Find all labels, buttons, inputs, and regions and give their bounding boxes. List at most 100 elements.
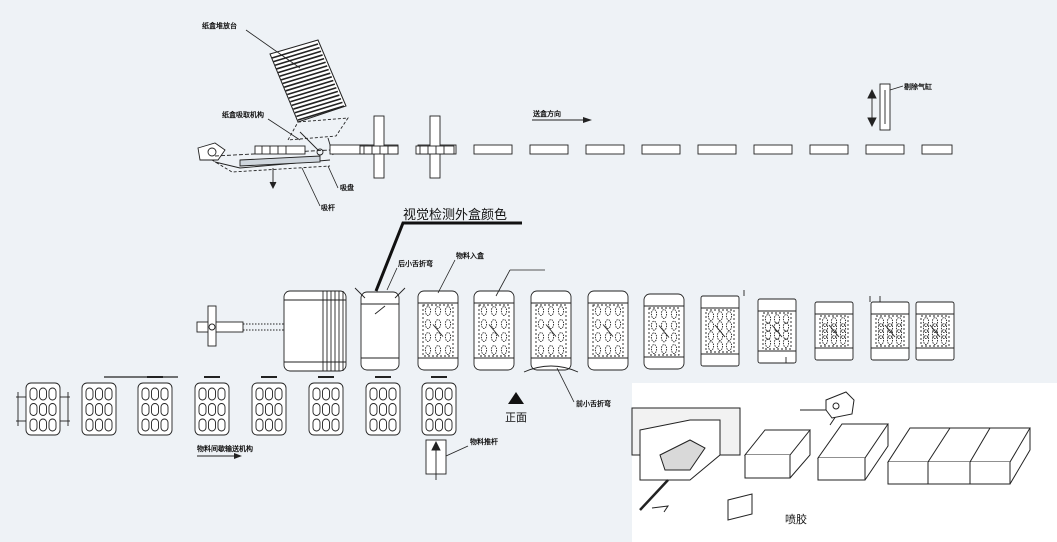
tray-cavity [379, 418, 387, 432]
product-cavity [614, 345, 622, 355]
product-cavity [922, 317, 930, 327]
label-material-into-box: 物料入盒 [456, 251, 485, 260]
tray-cavity [425, 403, 434, 416]
tray-cavity [141, 387, 150, 401]
tray-cavity [198, 418, 207, 432]
insert-mark [884, 324, 896, 338]
product-cavity [500, 332, 508, 342]
process-carton-row [354, 287, 955, 373]
insert-mark [929, 324, 941, 338]
flat-carton [697, 144, 737, 155]
process-carton [643, 293, 685, 370]
tray-cavity [29, 418, 38, 432]
tray-cavity [369, 418, 378, 432]
tray-cavity [85, 418, 94, 432]
product-cavity [557, 345, 565, 355]
product-cavity [424, 306, 432, 316]
tray-cavity [379, 387, 387, 401]
product-cavity [716, 341, 724, 351]
tray-cavity [322, 403, 330, 416]
product-cavity [547, 319, 555, 329]
carton-stack [269, 39, 347, 123]
tray-cavity [369, 403, 378, 416]
tray-cavity [331, 387, 340, 401]
carton-sheet [288, 83, 336, 99]
product-cavity [764, 338, 772, 348]
tray-cavity [39, 387, 47, 401]
product-cavity [444, 345, 452, 355]
carton-sheet [284, 72, 331, 88]
product-tray [422, 304, 454, 357]
tray-cavity [322, 387, 330, 401]
tray-cavity [435, 387, 443, 401]
product-cavity [895, 323, 903, 333]
material-tray [81, 382, 117, 436]
tray-cavity [265, 418, 273, 432]
feed-frame-horizontal [415, 145, 455, 155]
product-cavity [480, 319, 488, 329]
tray-cavity [312, 403, 321, 416]
tray-cavity [29, 387, 38, 401]
tray-cavity [435, 403, 443, 416]
tray-cavity [331, 403, 340, 416]
product-cavity [821, 323, 829, 333]
tray-cavity [435, 418, 443, 432]
tray-cavity [274, 387, 283, 401]
process-carton [473, 290, 515, 371]
tray-cavity [141, 418, 150, 432]
tray-cavity [160, 403, 169, 416]
tray-cavity [388, 403, 397, 416]
product-cavity [480, 332, 488, 342]
product-cavity [940, 317, 948, 327]
tray-cavity [95, 387, 103, 401]
feed-frame-horizontal [359, 145, 399, 155]
product-cavity [444, 319, 452, 329]
tray-cavity [151, 418, 159, 432]
process-carton [587, 290, 629, 371]
product-cavity [650, 320, 658, 331]
product-cavity [547, 332, 555, 342]
carton-sheet [276, 54, 323, 70]
product-cavity [537, 306, 545, 316]
product-cavity [660, 332, 668, 343]
product-cavity [424, 319, 432, 329]
tray-cavity [104, 403, 113, 416]
tray-cavity [265, 403, 273, 416]
tray-cavity [274, 403, 283, 416]
glue-inset: 喷胶 [631, 383, 1057, 542]
flat-carton [753, 144, 793, 155]
product-tray [920, 315, 950, 347]
carton-sheet [273, 46, 320, 63]
product-cavity [886, 317, 894, 327]
tray-cavity [208, 418, 216, 432]
tray-cavity [312, 387, 321, 401]
product-cavity [707, 331, 715, 341]
carton-sheet [290, 86, 337, 103]
insert-mark [545, 324, 557, 337]
leader-line [301, 167, 321, 207]
insert-mark [374, 305, 386, 315]
tray-cavity [425, 418, 434, 432]
product-cavity [821, 335, 829, 345]
tray-cavity [95, 403, 103, 416]
carton-sheet [274, 50, 322, 67]
tray-cavity [444, 387, 453, 401]
product-cavity [650, 309, 658, 319]
tray-cavity [160, 418, 169, 432]
flat-carton [865, 144, 905, 155]
tray-cavity [274, 418, 283, 432]
product-cavity [839, 329, 847, 339]
product-cavity [547, 306, 555, 316]
flat-carton [809, 144, 849, 155]
tray-cavity [255, 403, 264, 416]
leader-line [327, 165, 339, 189]
leader-line [437, 259, 456, 294]
product-cavity [895, 335, 903, 345]
label-front-small-tongue-fold: 前小舌折弯 [576, 399, 611, 408]
carton-pusher [196, 305, 284, 347]
carton-sheet [291, 90, 339, 107]
product-cavity [424, 332, 432, 342]
product-cavity [480, 345, 488, 355]
tray-cavity [425, 387, 434, 401]
product-cavity [707, 341, 715, 351]
